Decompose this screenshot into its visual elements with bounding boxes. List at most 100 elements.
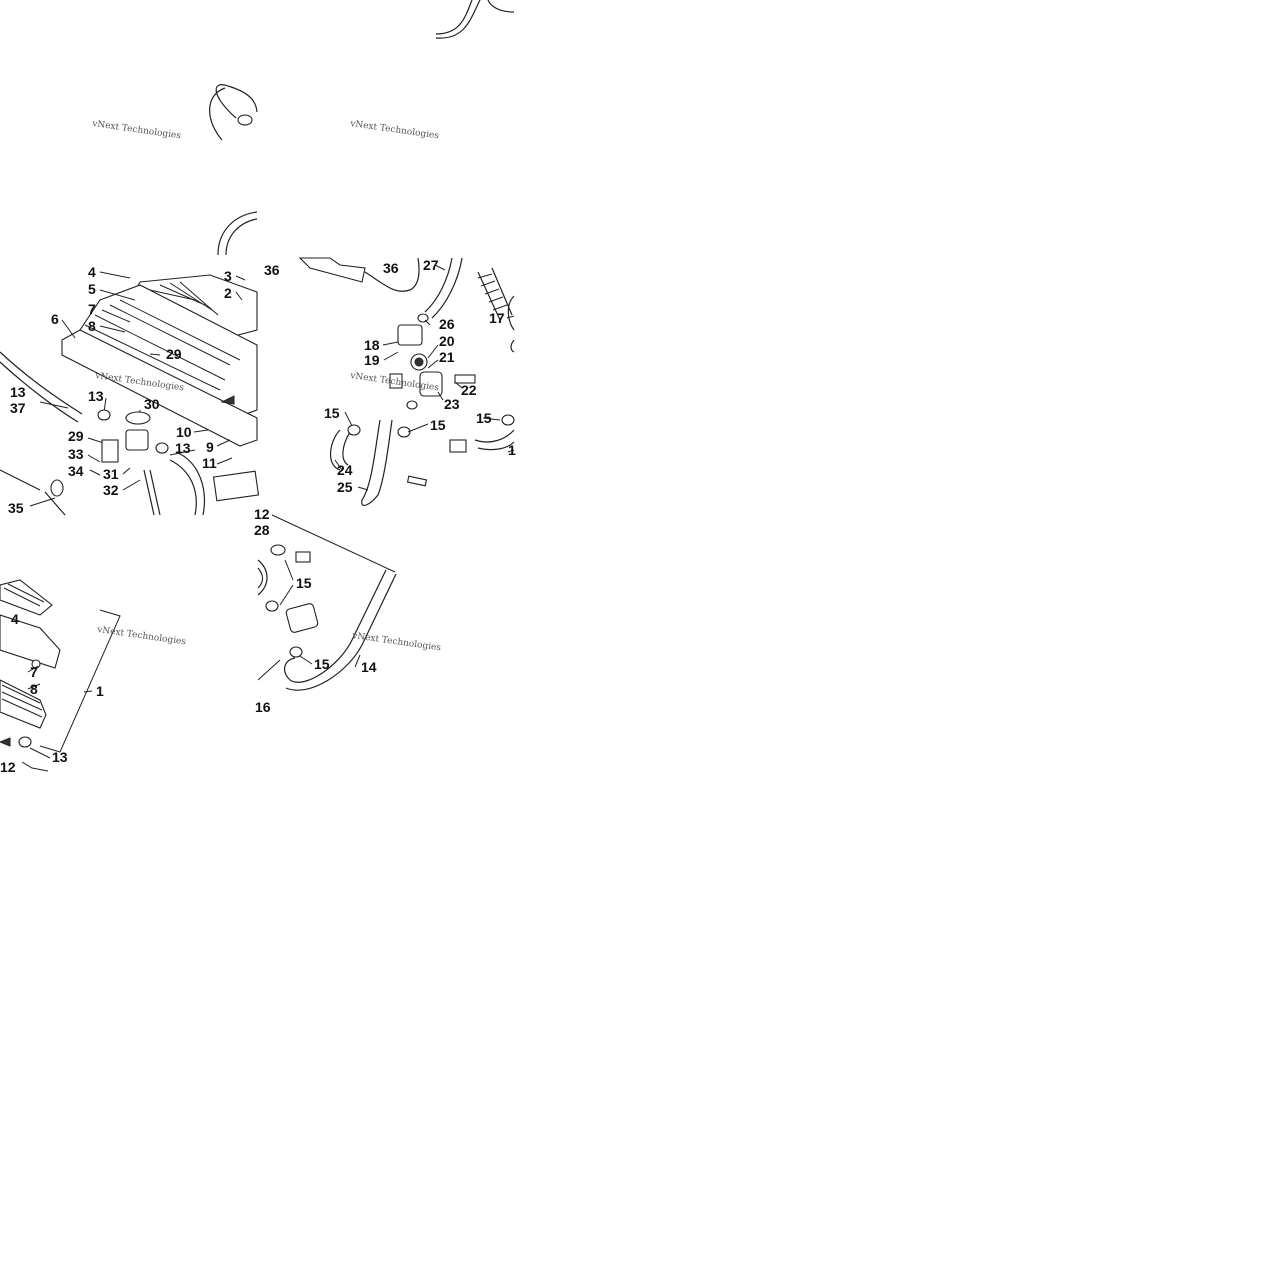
frame-bracket <box>39 609 121 753</box>
callout: 15 <box>324 405 340 421</box>
hose-clamp <box>501 414 515 426</box>
thermostat-gasket <box>414 357 424 367</box>
bracket <box>101 439 119 463</box>
hose-clamp <box>347 424 361 436</box>
callout: 19 <box>364 352 380 368</box>
cover-plate <box>212 470 260 502</box>
leader-lines <box>257 559 361 681</box>
callout: 32 <box>103 482 119 498</box>
callout: 8 <box>30 681 38 697</box>
callout: 28 <box>254 522 270 538</box>
callout: 29 <box>68 428 84 444</box>
right-hose <box>474 429 515 451</box>
watermark: vNext Technologies <box>91 119 182 142</box>
watermark: vNext Technologies <box>351 631 442 654</box>
callout: 2 <box>224 285 232 301</box>
radiator-tank <box>61 329 258 447</box>
radiator-core <box>0 614 61 669</box>
lower-hose <box>169 451 205 516</box>
fan-shroud <box>0 579 53 616</box>
hose-clamp <box>237 114 253 126</box>
callout: 31 <box>103 466 119 482</box>
radiator-tank <box>0 679 47 729</box>
callout: 30 <box>144 396 160 412</box>
top-left-tile: vNext Technologies <box>91 84 258 256</box>
leader-lines <box>334 264 515 491</box>
hose-clamp <box>265 600 279 612</box>
callout: 13 <box>10 384 26 400</box>
hose-top-inner <box>435 0 473 35</box>
radiator-fins <box>1 684 43 718</box>
t-fitting <box>449 439 467 453</box>
hose-top-right <box>487 0 515 13</box>
callout: 25 <box>337 479 353 495</box>
callout: 27 <box>423 257 439 273</box>
callout: 6 <box>51 311 59 327</box>
fan-blades <box>149 281 219 316</box>
callout: 37 <box>10 400 26 416</box>
middle-left-tile: vNext Technologies 4 5 7 6 8 3 2 36 29 1… <box>0 262 280 538</box>
top-middle-tile: vNext Technologies <box>349 0 515 141</box>
hose-clamp <box>18 736 32 748</box>
callout: 3 <box>224 268 232 284</box>
callout: 9 <box>206 439 214 455</box>
callout: 7 <box>88 301 96 317</box>
corrugated-ribs <box>477 273 508 311</box>
short-hose <box>257 559 268 596</box>
fan-blades <box>3 583 45 607</box>
radiator-hose <box>0 351 83 423</box>
fitting <box>389 373 403 389</box>
grommet <box>50 479 64 497</box>
callout: 17 <box>489 310 505 326</box>
callout: 36 <box>264 262 280 278</box>
main-hose <box>283 569 397 691</box>
vent-hose <box>364 257 420 292</box>
hose-clamp <box>270 544 286 556</box>
overflow-hose <box>0 469 66 516</box>
bottom-left-tile: vNext Technologies 4 7 8 1 13 12 <box>0 579 187 775</box>
leader-lines <box>21 665 93 772</box>
callout: 4 <box>88 264 96 280</box>
callout: 23 <box>444 396 460 412</box>
hose-clamp <box>155 442 169 454</box>
callout: 1 <box>508 442 516 458</box>
callout: 36 <box>383 260 399 276</box>
callout: 12 <box>0 759 16 775</box>
drain-tube <box>143 469 161 516</box>
lower-return-hose <box>361 419 393 507</box>
thermostat-housing <box>397 324 423 346</box>
leader-lines <box>29 271 246 507</box>
arrow-marker <box>220 395 235 405</box>
hose-curve <box>217 211 258 256</box>
bottom-middle-tile: vNext Technologies 15 15 14 16 <box>255 514 442 715</box>
hose-curve-inner <box>225 218 258 256</box>
reservoir-bracket <box>298 257 366 283</box>
callout: 24 <box>337 462 353 478</box>
callout: 7 <box>30 664 38 680</box>
callout: 20 <box>439 333 455 349</box>
hose-clamp <box>289 646 303 658</box>
callout: 34 <box>68 463 84 479</box>
hose-loop-inner <box>209 87 226 141</box>
callout: 5 <box>88 281 96 297</box>
temp-sensor <box>454 374 476 384</box>
callout: 1 <box>96 683 104 699</box>
drain-plug <box>406 475 428 487</box>
filler-neck <box>125 429 149 451</box>
frame-bracket <box>271 514 396 573</box>
hose-top <box>435 0 481 39</box>
hose-clamp <box>97 409 111 421</box>
callout: 22 <box>461 382 477 398</box>
callout: 13 <box>88 388 104 404</box>
upper-hose <box>424 257 463 319</box>
hose-clamp <box>406 400 418 410</box>
callout: 26 <box>439 316 455 332</box>
pump-fitting <box>285 603 319 633</box>
callout: 11 <box>202 455 217 471</box>
callout: 4 <box>11 611 19 627</box>
watermark: vNext Technologies <box>96 625 187 648</box>
hose-loop <box>215 84 258 119</box>
arrow-marker <box>0 737 11 747</box>
callout: 15 <box>296 575 312 591</box>
callout: 15 <box>430 417 446 433</box>
